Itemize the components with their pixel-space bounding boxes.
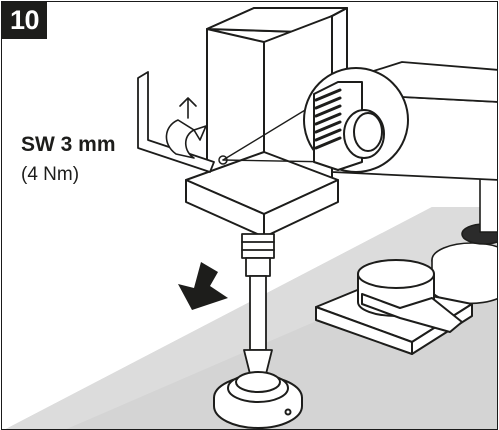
torque-label: (4 Nm) xyxy=(21,164,80,185)
tool-spec: SW 3 mm (4 Nm) xyxy=(21,132,116,188)
cartridge-spindle xyxy=(241,233,275,375)
step-number-badge: 10 xyxy=(2,2,47,39)
zoom-callout xyxy=(303,67,409,173)
valve-handle xyxy=(315,259,473,355)
down-arrow-icon xyxy=(178,262,228,310)
mounting-flange xyxy=(213,371,303,429)
tool-size-label: SW 3 mm xyxy=(21,133,116,156)
hex-key-icon xyxy=(137,71,215,173)
rotation-arrow-icon xyxy=(165,97,207,159)
